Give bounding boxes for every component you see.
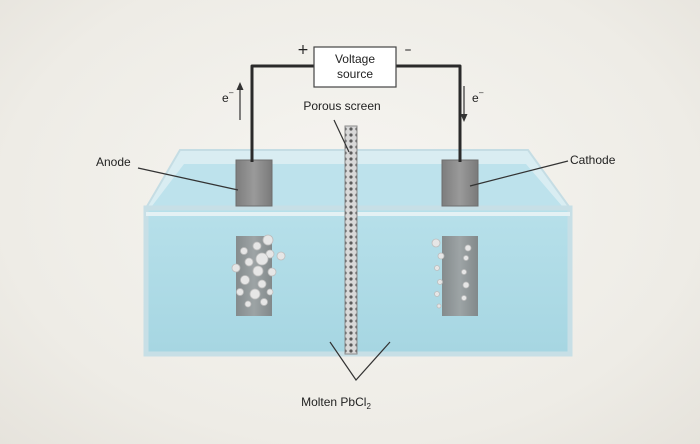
anode-leader	[137, 167, 239, 191]
left-electron-charge: –	[229, 88, 234, 97]
tank-front-wall	[143, 205, 573, 357]
electrolyte-pointer	[329, 341, 391, 381]
right-electron-symbol: e	[472, 91, 479, 105]
positive-terminal-sign: +	[297, 42, 309, 58]
tank	[143, 149, 573, 357]
left-electron-symbol: e	[222, 91, 229, 105]
electrolyte-label: Molten PbCl2	[301, 395, 371, 411]
liquid-body	[146, 208, 570, 354]
anode-wire	[250, 64, 314, 162]
cathode-electrode	[431, 159, 479, 316]
anode-electrode	[231, 159, 286, 316]
anode-label: Anode	[96, 155, 131, 169]
cathode-label: Cathode	[570, 153, 616, 167]
negative-terminal-sign: –	[405, 42, 412, 58]
left-electron-arrow: e –	[222, 82, 244, 120]
right-electron-charge: –	[479, 88, 484, 97]
voltage-source-label-line1: Voltage	[335, 52, 375, 66]
anode-bubbles	[231, 234, 286, 308]
electrolyte-label-main: Molten PbCl	[301, 395, 366, 409]
cathode-leader	[469, 160, 569, 187]
porous-screen	[344, 125, 358, 355]
porous-screen-label: Porous screen	[303, 99, 380, 113]
porous-screen-leader	[333, 119, 350, 153]
voltage-source-label-line2: source	[337, 67, 373, 81]
cathode-bubbles	[431, 238, 472, 309]
voltage-source: Voltage source + –	[297, 42, 412, 88]
electrolyte-label-subscript: 2	[366, 402, 371, 411]
right-electron-arrow: e –	[460, 86, 484, 122]
cathode-wire	[396, 64, 462, 162]
circuit-wires	[250, 64, 462, 162]
